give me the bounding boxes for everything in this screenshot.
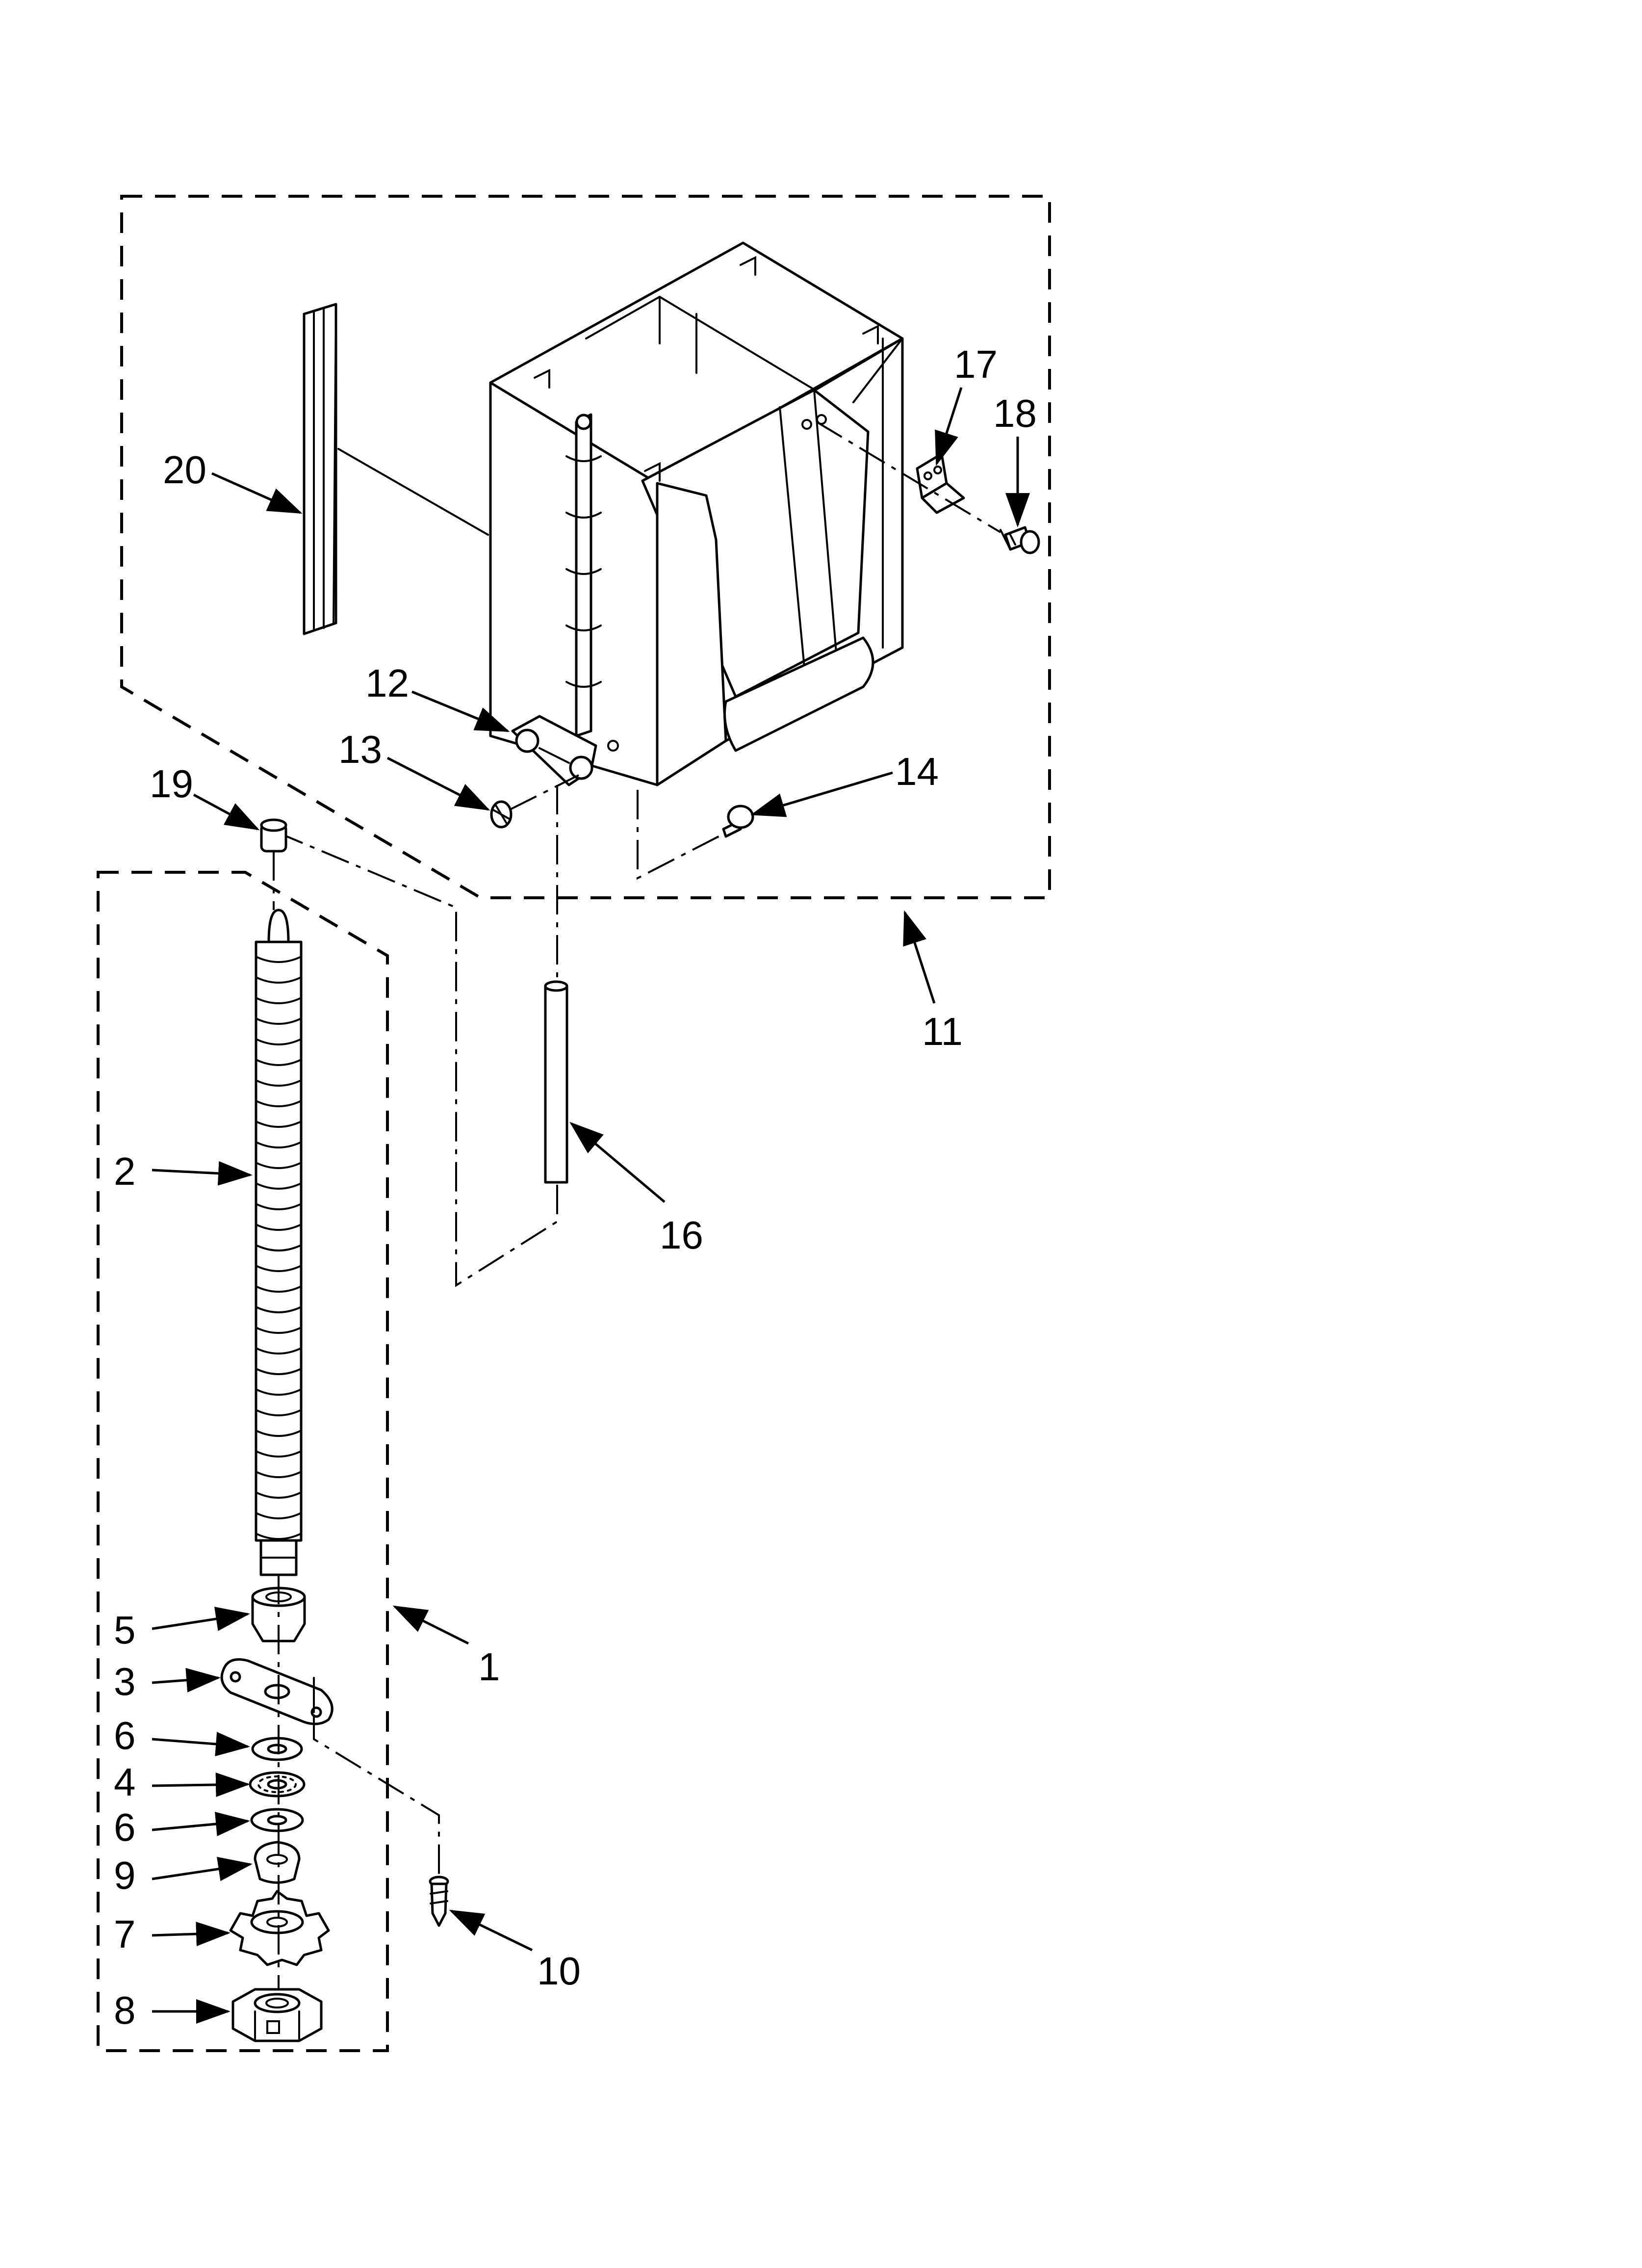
callout-9: 9 [114,1853,136,1897]
screw-part-14 [722,805,754,838]
leader-1 [392,1605,469,1645]
screw-part-18 [1000,526,1040,554]
callout-6-lower: 6 [114,1805,136,1849]
leader-14 [750,771,893,817]
callout-4: 4 [114,1760,136,1804]
callout-7: 7 [114,1912,136,1956]
leader-3 [152,1668,221,1693]
callout-10: 10 [537,1949,581,1993]
callout-5: 5 [114,1608,136,1652]
callout-17: 17 [954,342,998,386]
leader-6b [152,1812,250,1836]
part-20-link-line [337,448,489,536]
washer-part-6-upper [251,1737,303,1761]
leader-19 [193,793,260,831]
leader-2 [152,1161,253,1186]
leader-16 [569,1121,666,1203]
nut-part-8 [231,1988,323,2042]
screw-10-line [313,1715,440,1877]
washer-part-6-lower [250,1808,304,1832]
leader-11 [903,910,936,1004]
cup-washer-part-9 [254,1841,301,1884]
callout-1: 1 [478,1645,500,1689]
callout-13: 13 [338,728,382,771]
rod-return-line [286,835,558,1287]
nut-13-line [510,774,579,810]
mounting-plate-part-3 [220,1658,334,1725]
cap-part-19 [260,818,287,853]
leader-12 [411,690,510,732]
ice-bucket-housing-part-11 [489,241,904,786]
push-nut-part-13 [490,800,513,829]
screw-part-10 [429,1876,449,1927]
leader-6a [152,1732,250,1756]
callout-2: 2 [114,1149,136,1193]
callout-12: 12 [365,661,409,705]
bracket-part-17 [916,452,965,514]
leader-13 [386,756,490,811]
leader-10 [449,1909,533,1952]
callout-18: 18 [993,391,1037,435]
callout-3: 3 [114,1660,136,1703]
gasket-strip-part-20 [303,303,337,635]
screw-18-line [816,421,1001,533]
callout-6-upper: 6 [114,1714,136,1757]
callout-16: 16 [660,1213,703,1257]
leader-7 [152,1922,231,1947]
callout-14: 14 [895,750,939,793]
leader-20 [211,472,303,514]
callout-19: 19 [150,762,193,806]
bearing-part-4 [249,1771,306,1798]
leader-5 [152,1607,250,1631]
screw-14-line [637,790,724,880]
callout-11: 11 [922,1010,963,1053]
assembly-11-boundary [120,195,1051,899]
callout-8: 8 [114,1988,136,2032]
rod-part-16 [544,980,568,1184]
leader-17 [935,387,963,466]
leader-9 [152,1856,253,1881]
hinge-bracket-part-12 [511,715,619,786]
auger-part-2 [255,909,303,1576]
assembly-1-boundary [97,871,389,2052]
callout-20: 20 [163,448,206,492]
leader-4 [152,1773,250,1797]
